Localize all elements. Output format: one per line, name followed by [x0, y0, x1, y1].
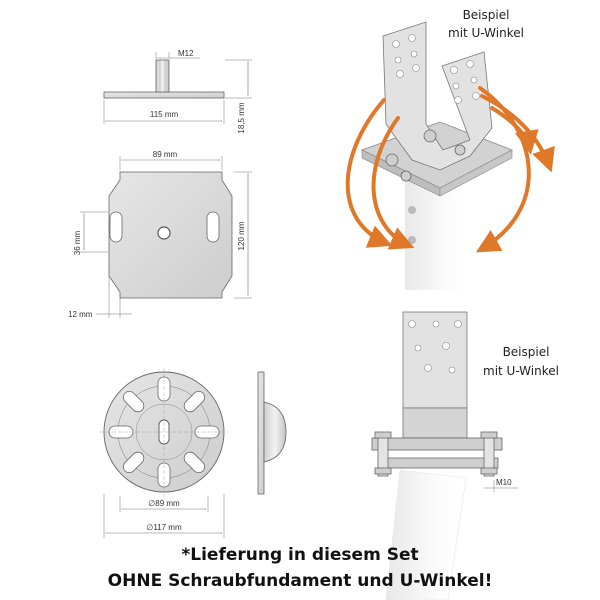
diameter-89-label: ∅89 mm	[148, 499, 180, 508]
m12-label: M12	[178, 49, 194, 58]
bolt-1	[385, 153, 399, 167]
plate-profile	[103, 91, 225, 99]
clamp-bar-bottom	[377, 457, 499, 469]
width-89-label: 89 mm	[153, 150, 178, 159]
example-illustration-bottom: M10 Beispiel mit U-Winkel	[371, 311, 559, 600]
bracket-holes	[392, 34, 480, 104]
plate-outline	[108, 171, 233, 299]
slot-left	[109, 211, 123, 243]
round-plate-side-profile	[257, 371, 265, 495]
dome-profile	[263, 401, 287, 463]
nuts	[374, 431, 498, 475]
caption-bottom-line1: Beispiel	[503, 345, 550, 359]
bolt-4	[400, 170, 412, 182]
post-bottom	[385, 469, 467, 600]
bolt-2	[423, 129, 437, 143]
upright-holes	[408, 320, 462, 374]
height-120-label: 120 mm	[237, 221, 246, 250]
u-bracket	[382, 21, 493, 171]
center-hole	[157, 226, 171, 240]
footer-note-line2: OHNE Schraubfundament und U-Winkel!	[107, 571, 493, 591]
post-top	[405, 172, 470, 290]
m12-stud	[155, 59, 170, 93]
side-view-plate: M12 115 mm 18,5 mm	[103, 49, 252, 134]
bolt-3	[454, 144, 466, 156]
height-36-label: 36 mm	[73, 230, 82, 255]
diameter-117-label: ∅117 mm	[146, 523, 182, 532]
slot-right	[206, 211, 220, 243]
footer-note-line1: *Lieferung in diesem Set	[181, 545, 419, 565]
top-view-plate: 89 mm 36 mm 120 mm 12 mm	[68, 150, 252, 319]
m10-label: M10	[496, 478, 512, 487]
height-18-5-label: 18,5 mm	[237, 102, 246, 133]
caption-top-line1: Beispiel	[463, 8, 510, 22]
example-illustration-top: Beispiel mit U-Winkel	[345, 8, 555, 290]
clamp-bar-top	[371, 437, 503, 451]
width-12-label: 12 mm	[68, 310, 93, 319]
upright-bracket	[402, 311, 468, 409]
caption-bottom-line2: mit U-Winkel	[483, 364, 559, 378]
rotation-arrows	[345, 86, 555, 253]
width-115-label: 115 mm	[150, 110, 179, 119]
round-plate-view: ∅89 mm ∅117 mm	[100, 368, 287, 538]
caption-top-line2: mit U-Winkel	[448, 26, 524, 40]
